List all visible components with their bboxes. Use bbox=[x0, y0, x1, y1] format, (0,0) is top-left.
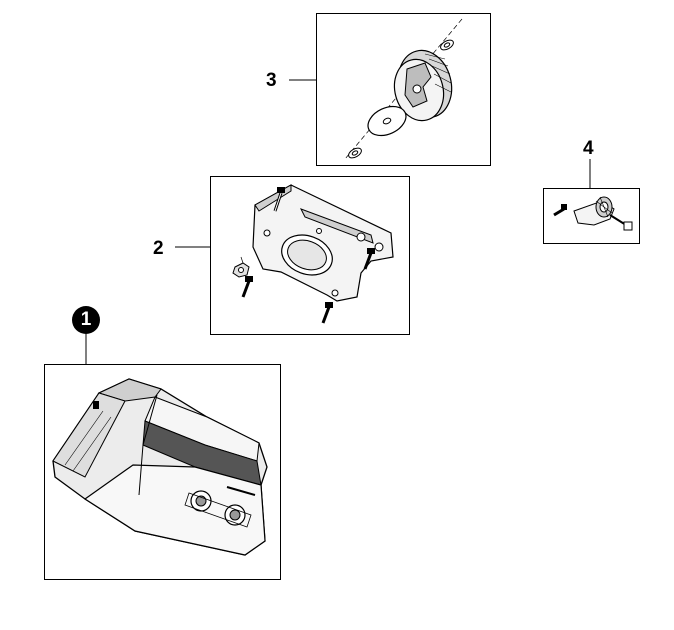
panel-mounting-plate bbox=[210, 176, 410, 335]
callout-3: 3 bbox=[266, 70, 277, 91]
panel-sprocket-cover bbox=[44, 364, 281, 580]
screw-left bbox=[241, 276, 253, 298]
clutch-drum bbox=[393, 49, 453, 122]
screw-top bbox=[273, 187, 285, 212]
mounting-plate-drawing bbox=[232, 184, 394, 324]
panel-chain-tensioner bbox=[543, 188, 640, 244]
tensioner-body bbox=[573, 196, 633, 231]
callout-2: 2 bbox=[153, 238, 164, 259]
callout-1-badge: 1 bbox=[72, 306, 100, 334]
panel-clutch-drum bbox=[316, 13, 491, 166]
tensioner-screw bbox=[553, 204, 567, 217]
sprocket-cover bbox=[52, 378, 268, 556]
chain-tensioner-drawing bbox=[553, 196, 633, 231]
cover-nut-lower bbox=[224, 504, 246, 526]
mounting-plate bbox=[252, 184, 394, 302]
sprocket-cover-drawing bbox=[52, 378, 268, 556]
screw-bottom bbox=[321, 302, 333, 324]
clutch-drum-drawing bbox=[344, 18, 463, 160]
screw-right bbox=[363, 248, 375, 270]
callout-4: 4 bbox=[583, 138, 594, 159]
nut bbox=[232, 256, 250, 278]
